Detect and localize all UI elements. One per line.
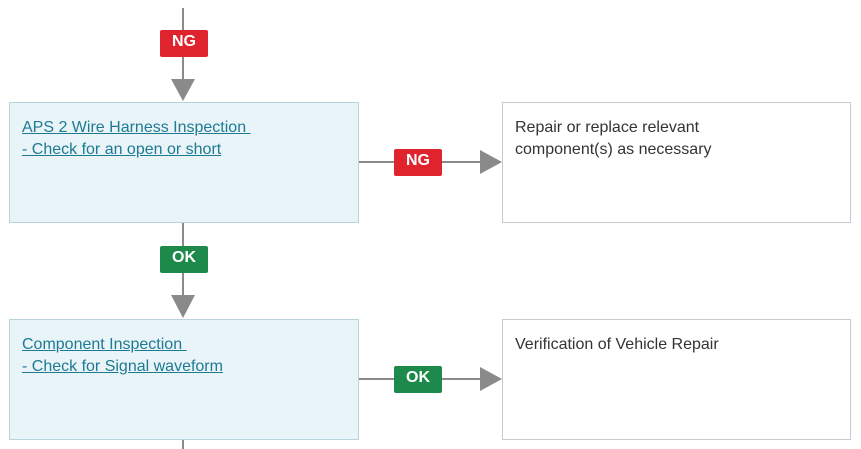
arrow-top-down	[171, 79, 195, 101]
step-link-component-check[interactable]: - Check for Signal waveform	[22, 358, 223, 375]
step-link-harness-check[interactable]: - Check for an open or short	[22, 141, 222, 158]
badge-ok-step1-step2: OK	[160, 246, 208, 273]
result-text-repair-line2: component(s) as necessary	[515, 141, 712, 158]
badge-ok-step2-result2: OK	[394, 366, 442, 393]
step-link-harness-inspection[interactable]: APS 2 Wire Harness Inspection	[22, 119, 251, 136]
badge-ng-step1-result1: NG	[394, 149, 442, 176]
result-text-verification: Verification of Vehicle Repair	[515, 336, 719, 353]
result-box-repair: Repair or replace relevant component(s) …	[502, 102, 851, 223]
step-box-harness-inspection: APS 2 Wire Harness Inspection - Check fo…	[9, 102, 359, 223]
arrow-step2-result2	[480, 367, 502, 391]
step-link-component-inspection[interactable]: Component Inspection	[22, 336, 187, 353]
arrow-step1-step2	[171, 295, 195, 318]
step-box-component-inspection: Component Inspection - Check for Signal …	[9, 319, 359, 440]
arrow-step1-result1	[480, 150, 502, 174]
result-text-repair-line1: Repair or replace relevant	[515, 119, 700, 136]
result-box-verification: Verification of Vehicle Repair	[502, 319, 851, 440]
badge-ng-top: NG	[160, 30, 208, 57]
